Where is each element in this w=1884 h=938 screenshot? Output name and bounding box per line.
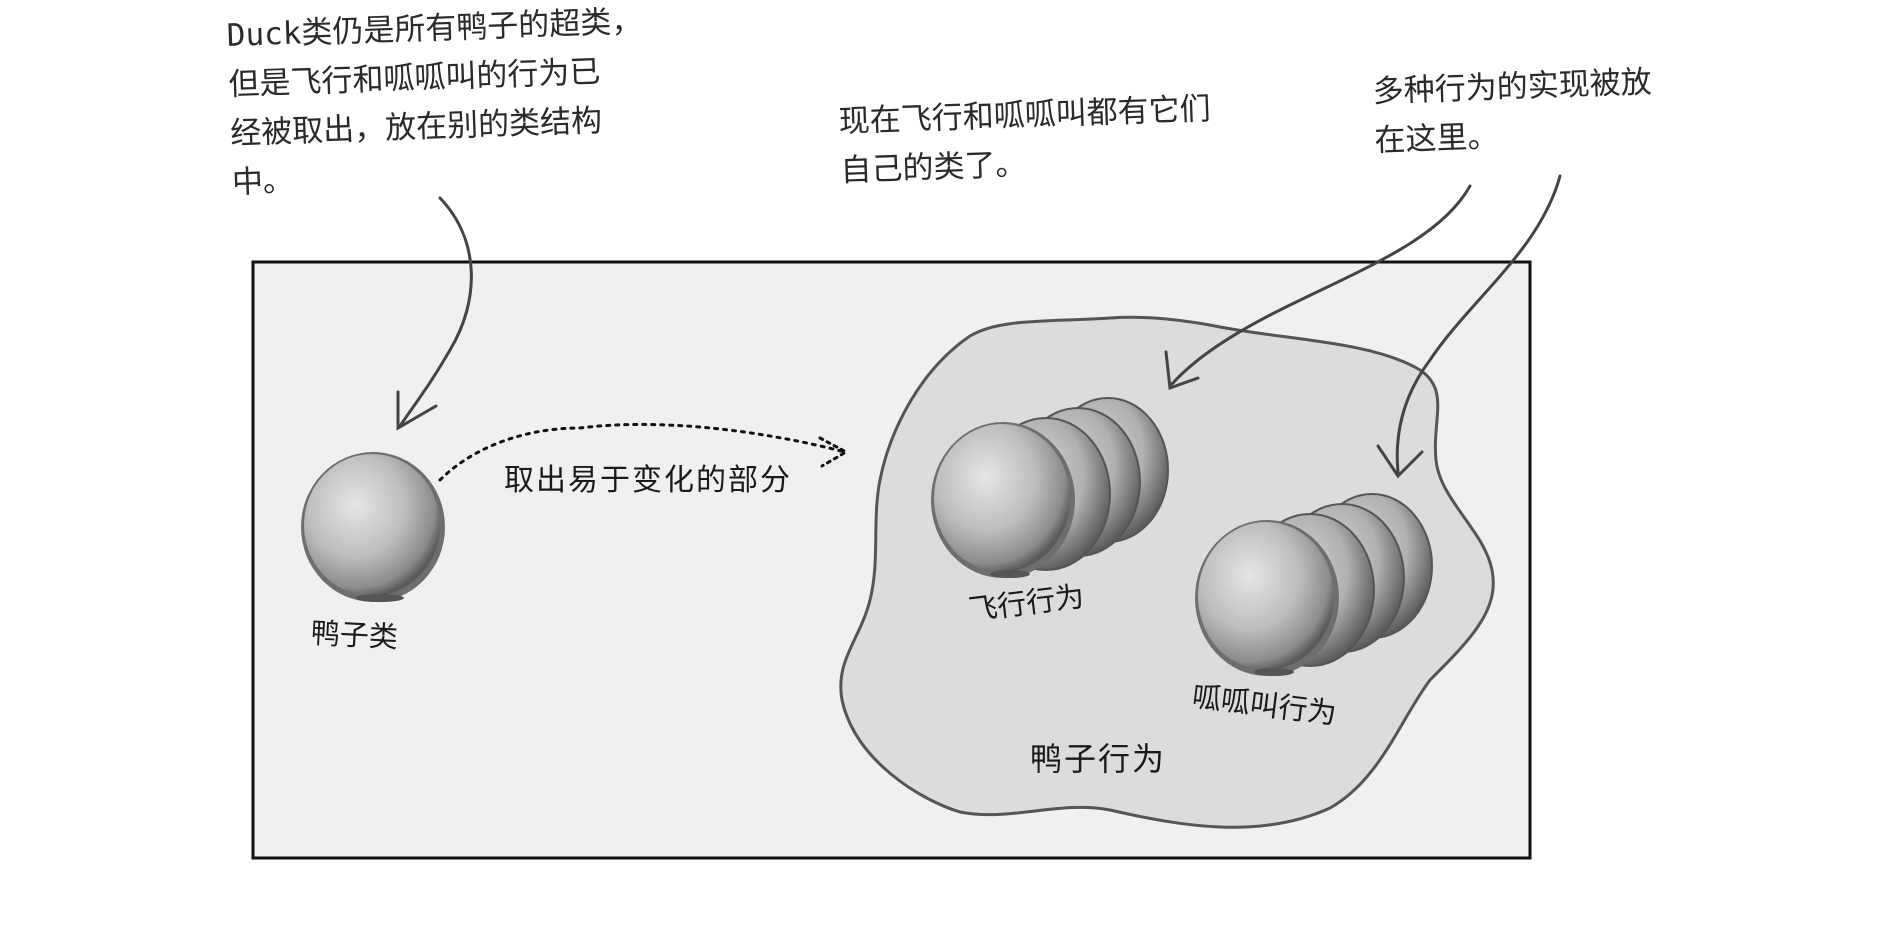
annotation-duck-superclass: Duck类仍是所有鸭子的超类， 但是飞行和呱呱叫的行为已 经被取出，放在别的类结… <box>226 3 643 201</box>
annotation-arrow-duck-class <box>396 196 473 431</box>
duck-class-ball <box>301 452 445 602</box>
annotation-arrow-fly <box>1164 184 1472 391</box>
fly-behavior-stack <box>931 397 1169 578</box>
extract-label: 取出易于变化的部分 <box>504 463 792 498</box>
duck-behaviors-label: 鸭子行为 <box>1030 740 1167 778</box>
quack-behavior-stack <box>1195 493 1433 676</box>
annotation-implementations: 多种行为的实现被放 在这里。 <box>1372 64 1653 159</box>
annotation-arrow-quack <box>1376 174 1562 479</box>
extract-dotted-arrow <box>438 422 850 482</box>
annotation-own-classes: 现在飞行和呱呱叫都有它们 自己的类了。 <box>838 91 1212 189</box>
duck-class-label: 鸭子类 <box>310 615 399 655</box>
